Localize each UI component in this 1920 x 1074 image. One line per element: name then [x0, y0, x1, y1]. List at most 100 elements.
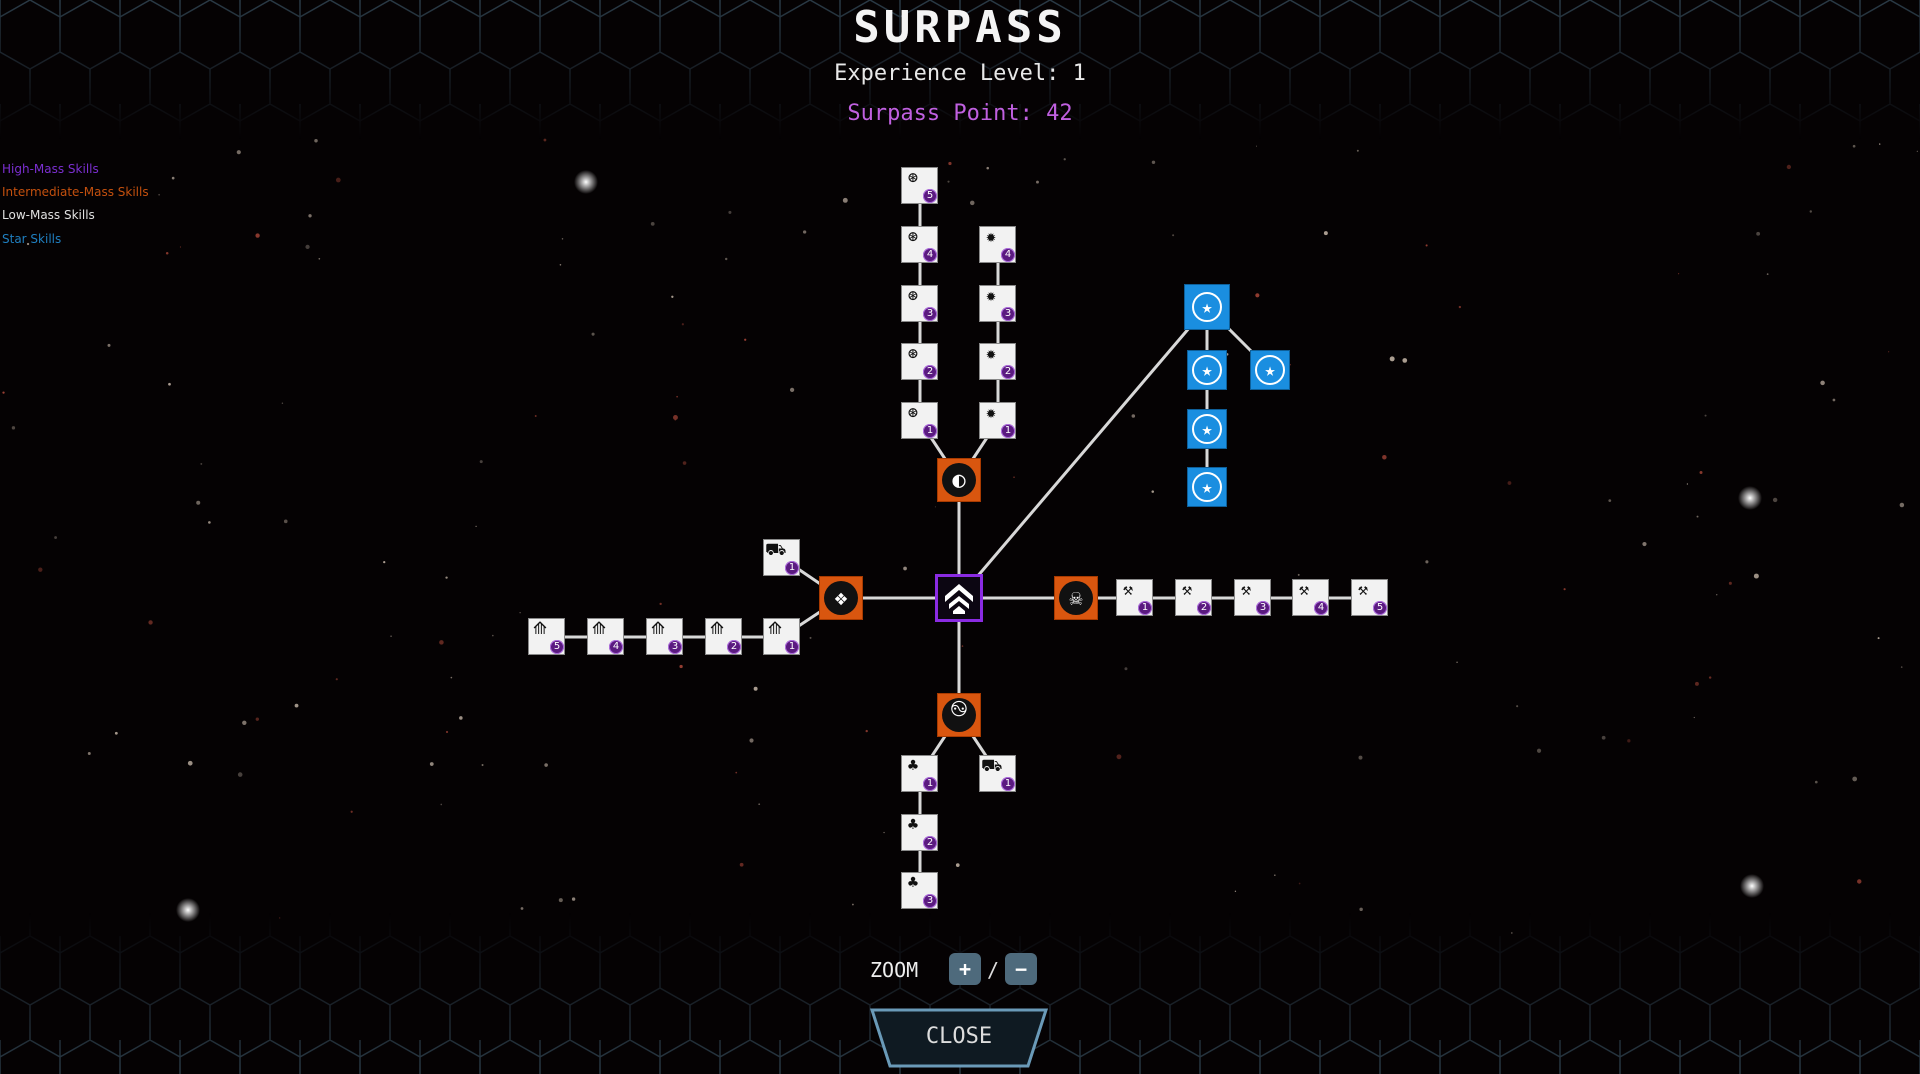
star-dot — [1686, 483, 1689, 485]
star-dot — [168, 382, 171, 386]
star-dot — [305, 244, 310, 250]
skill-node-cart-bottom-1[interactable]: ⛟1 — [979, 755, 1016, 792]
skill-node-clover-1[interactable]: ♣1 — [901, 755, 938, 792]
skill-node-top-hub[interactable]: ◐ — [937, 458, 981, 502]
level-badge: 1 — [1138, 601, 1152, 615]
skill-node-star-c[interactable]: ★ — [1187, 409, 1227, 449]
star-dot — [1814, 780, 1818, 784]
skill-node-star-a[interactable]: ★ — [1187, 350, 1227, 390]
star-dot — [1063, 158, 1066, 161]
level-badge: 4 — [609, 640, 623, 654]
skill-node-crystal-3[interactable]: ⟰3 — [646, 618, 683, 655]
skill-node-clover-2[interactable]: ♣2 — [901, 814, 938, 851]
pickaxe-icon: ⚒ — [1122, 580, 1134, 600]
target-icon: ⊛ — [907, 168, 919, 188]
skill-node-target-3[interactable]: ⊛3 — [901, 285, 938, 322]
star-dot — [308, 214, 312, 218]
star-dot — [1389, 356, 1395, 362]
pickaxe-icon: ⚒ — [1240, 580, 1252, 600]
star-dot — [519, 612, 521, 614]
skill-node-spikes-3[interactable]: ✹3 — [979, 285, 1016, 322]
legend-high-mass: High-Mass Skills — [2, 162, 99, 176]
skill-node-star-d[interactable]: ★ — [1187, 467, 1227, 507]
close-button[interactable]: CLOSE — [870, 1008, 1048, 1068]
star-dot — [196, 500, 201, 505]
zoom-in-button[interactable]: + — [949, 953, 981, 985]
mine-cart-icon: ⛟ — [981, 756, 1003, 776]
star-dot — [682, 461, 687, 465]
star-dot — [283, 519, 288, 524]
star-dot — [986, 166, 990, 170]
page-title: SURPASS — [853, 2, 1067, 53]
level-badge: 4 — [1001, 248, 1015, 262]
zoom-out-button[interactable]: − — [1005, 953, 1037, 985]
skill-node-spikes-4[interactable]: ✹4 — [979, 226, 1016, 263]
star-dot — [87, 751, 91, 755]
star-dot — [26, 242, 30, 246]
zoom-label: ZOOM — [870, 958, 919, 982]
target-icon: ⊛ — [907, 286, 919, 306]
level-badge: 5 — [923, 189, 937, 203]
level-badge: 1 — [1001, 424, 1015, 438]
skill-node-spikes-1[interactable]: ✹1 — [979, 402, 1016, 439]
star-dot — [114, 731, 118, 735]
star-dot — [1131, 414, 1136, 418]
star-dot — [350, 810, 353, 813]
star-dot — [11, 426, 16, 430]
star-icon: ★ — [1255, 355, 1285, 385]
star-dot — [481, 764, 484, 767]
star-dot — [1124, 667, 1128, 671]
skill-node-cart-left-1[interactable]: ⛟1 — [763, 539, 800, 576]
star-dot — [1456, 661, 1458, 664]
skill-node-clover-3[interactable]: ♣3 — [901, 872, 938, 909]
star-dot — [802, 230, 807, 234]
skill-node-target-5[interactable]: ⊛5 — [901, 167, 938, 204]
star-dot — [445, 576, 448, 579]
skill-node-pick-4[interactable]: ⚒4 — [1292, 579, 1329, 616]
skill-node-bottom-hub[interactable]: ࿊ — [937, 693, 981, 737]
skill-node-target-2[interactable]: ⊛2 — [901, 343, 938, 380]
star-dot — [314, 138, 318, 143]
star-icon: ★ — [1192, 472, 1222, 502]
close-label: CLOSE — [925, 1024, 993, 1049]
star-dot — [558, 898, 563, 903]
star-dot — [1036, 180, 1039, 184]
skill-node-left-hub[interactable]: ❖ — [819, 576, 863, 620]
skull-icon: ☠ — [1059, 581, 1093, 615]
star-dot — [1013, 476, 1015, 478]
skill-node-pick-2[interactable]: ⚒2 — [1175, 579, 1212, 616]
star-dot — [865, 729, 868, 733]
star-dot — [1716, 594, 1718, 596]
star-dot — [383, 561, 386, 564]
legend-low-mass: Low-Mass Skills — [2, 208, 95, 222]
star-dot — [236, 150, 241, 155]
star-dot — [1507, 481, 1512, 485]
skill-node-crystal-5[interactable]: ⟰5 — [528, 618, 565, 655]
skill-node-pick-3[interactable]: ⚒3 — [1234, 579, 1271, 616]
skill-node-spikes-2[interactable]: ✹2 — [979, 343, 1016, 380]
experience-level: Experience Level: 1 — [834, 61, 1086, 86]
skill-node-crystal-1[interactable]: ⟰1 — [763, 618, 800, 655]
star-dot — [1900, 666, 1903, 668]
star-dot — [1899, 502, 1905, 508]
skill-node-right-hub[interactable]: ☠ — [1054, 576, 1098, 620]
skill-node-crystal-2[interactable]: ⟰2 — [705, 618, 742, 655]
skill-node-pick-1[interactable]: ⚒1 — [1116, 579, 1153, 616]
star-dot — [1695, 681, 1699, 686]
skill-node-pick-5[interactable]: ⚒5 — [1351, 579, 1388, 616]
skill-node-star-root[interactable]: ★ — [1184, 284, 1230, 330]
skill-node-target-1[interactable]: ⊛1 — [901, 402, 938, 439]
legend-star: Star Skills — [2, 232, 62, 246]
skill-node-core[interactable] — [935, 574, 983, 622]
star-dot — [1274, 874, 1276, 876]
star-dot — [852, 903, 854, 906]
skill-node-crystal-4[interactable]: ⟰4 — [587, 618, 624, 655]
skill-node-star-b[interactable]: ★ — [1250, 350, 1290, 390]
star-dot — [1536, 748, 1542, 753]
skill-node-target-4[interactable]: ⊛4 — [901, 226, 938, 263]
star-dot — [2, 391, 5, 394]
star-dot — [1151, 490, 1155, 493]
star-dot — [54, 536, 57, 539]
star-dot — [559, 264, 562, 266]
target-icon: ⊛ — [907, 403, 919, 423]
